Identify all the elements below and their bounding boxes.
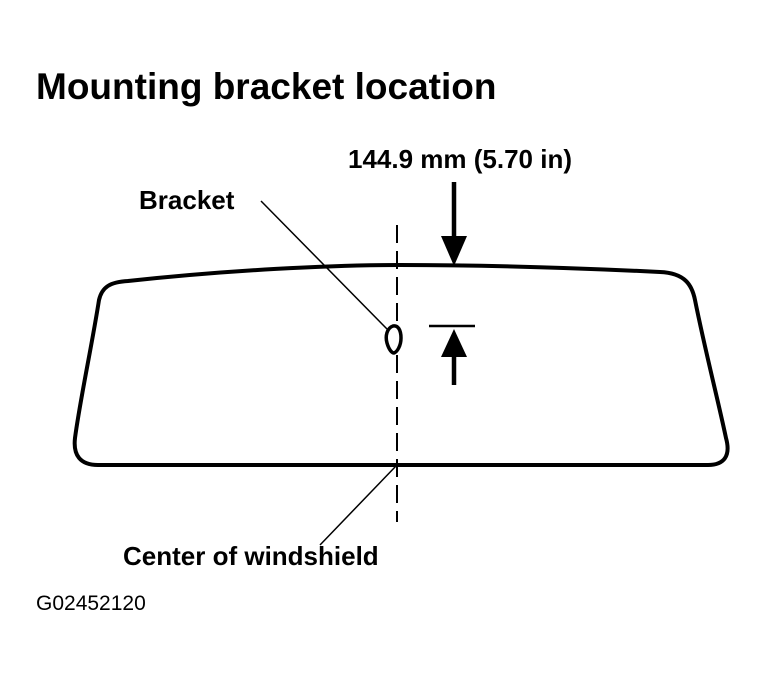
bracket-shape <box>384 324 403 355</box>
windshield-outline <box>72 263 730 467</box>
figure-id: G02452120 <box>36 592 146 615</box>
dimension-arrow-down <box>441 182 467 266</box>
dimension-arrow-up <box>429 324 475 385</box>
center-leader-line <box>319 465 397 546</box>
diagram-title: Mounting bracket location <box>36 66 497 107</box>
bracket-label: Bracket <box>139 185 235 215</box>
dimension-label: 144.9 mm (5.70 in) <box>348 144 572 174</box>
bracket-leader-line <box>260 200 388 330</box>
center-of-windshield-label: Center of windshield <box>123 541 379 571</box>
